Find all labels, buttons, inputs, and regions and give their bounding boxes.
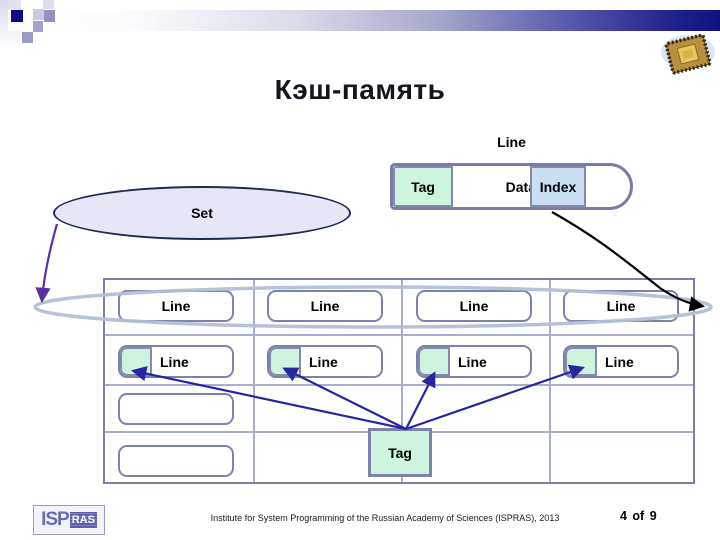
- index-field: Index: [530, 166, 586, 207]
- slide-title: Кэш-память: [274, 74, 446, 105]
- set-to-row-arrow: [35, 223, 59, 304]
- cache-line-box: Line: [416, 290, 532, 322]
- line-structure-label: Line: [497, 134, 526, 150]
- line-box-label: Line: [605, 353, 634, 370]
- line-box-label: Line: [310, 298, 340, 314]
- corner-mosaic-square: [33, 9, 44, 20]
- cache-line-box: Line: [118, 345, 234, 378]
- cache-line-box-empty: [118, 393, 234, 425]
- line-box-label: Line: [459, 298, 489, 314]
- cache-line-box: Line: [563, 290, 679, 322]
- data-field: Data: [505, 178, 536, 195]
- line-box-label: Line: [161, 298, 191, 314]
- corner-mosaic-square: [22, 32, 33, 43]
- corner-mosaic-square: [33, 21, 43, 32]
- tag-cell: [269, 347, 301, 376]
- logo-ras-text: RAS: [69, 512, 97, 528]
- line-structure-box: Tag Data Index: [390, 163, 633, 210]
- ispras-logo: ISP RAS: [33, 505, 105, 535]
- line-box-label: Line: [309, 353, 338, 370]
- corner-mosaic-square: [8, 0, 21, 10]
- set-label: Set: [191, 205, 213, 221]
- tag-box: Tag: [368, 428, 432, 477]
- table-gridline: [253, 280, 255, 482]
- table-gridline: [105, 384, 693, 386]
- cache-line-box: Line: [267, 345, 383, 378]
- tag-cell: [565, 347, 597, 376]
- logo-isp-text: ISP: [41, 509, 70, 530]
- line-box-label: Line: [458, 353, 487, 370]
- page-indicator: 4 of 9: [620, 509, 657, 523]
- header-gradient-bar: [8, 10, 720, 31]
- tag-field: Tag: [393, 166, 453, 207]
- cpu-chip-icon: [661, 33, 715, 75]
- cache-line-box-empty: [118, 445, 234, 477]
- line-box-label: Line: [160, 353, 189, 370]
- table-gridline: [549, 280, 551, 482]
- line-box-label: Line: [606, 298, 636, 314]
- footer-credit: Institute for System Programming of the …: [210, 513, 560, 523]
- cache-line-box: Line: [563, 345, 679, 378]
- table-gridline: [105, 334, 693, 336]
- set-ellipse: Set: [53, 186, 351, 240]
- cache-line-box: Line: [118, 290, 234, 322]
- corner-mosaic-square: [11, 10, 23, 22]
- corner-mosaic-square: [44, 10, 55, 22]
- corner-mosaic-square: [43, 0, 54, 9]
- cache-line-box: Line: [267, 290, 383, 322]
- cache-line-box: Line: [416, 345, 532, 378]
- tag-box-label: Tag: [388, 444, 412, 461]
- tag-cell: [418, 347, 450, 376]
- tag-cell: [120, 347, 152, 376]
